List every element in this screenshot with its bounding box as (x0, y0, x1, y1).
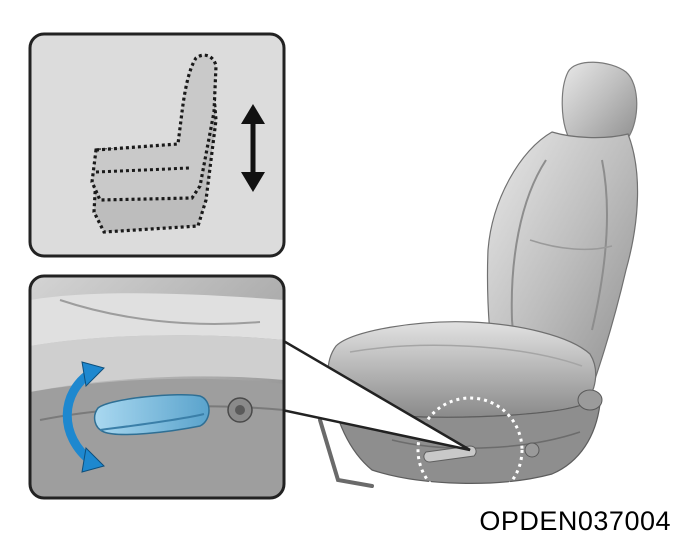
inset-lever-closeup (28, 274, 286, 500)
seat-outline-high (90, 53, 218, 202)
rotate-arrow-icon (62, 361, 105, 473)
lever-highlight-circle (416, 396, 524, 504)
recline-knob (577, 389, 603, 411)
lumbar-knob (524, 442, 540, 458)
height-lever-closeup (93, 394, 210, 436)
inset-height-diagram (28, 32, 286, 258)
figure-code: OPDEN037004 (479, 506, 671, 536)
seat-height-lever (423, 445, 477, 463)
seat-rail (318, 418, 374, 488)
lumbar-knob-closeup (227, 397, 253, 423)
up-down-arrow-icon (241, 104, 265, 192)
car-seat (318, 61, 639, 504)
